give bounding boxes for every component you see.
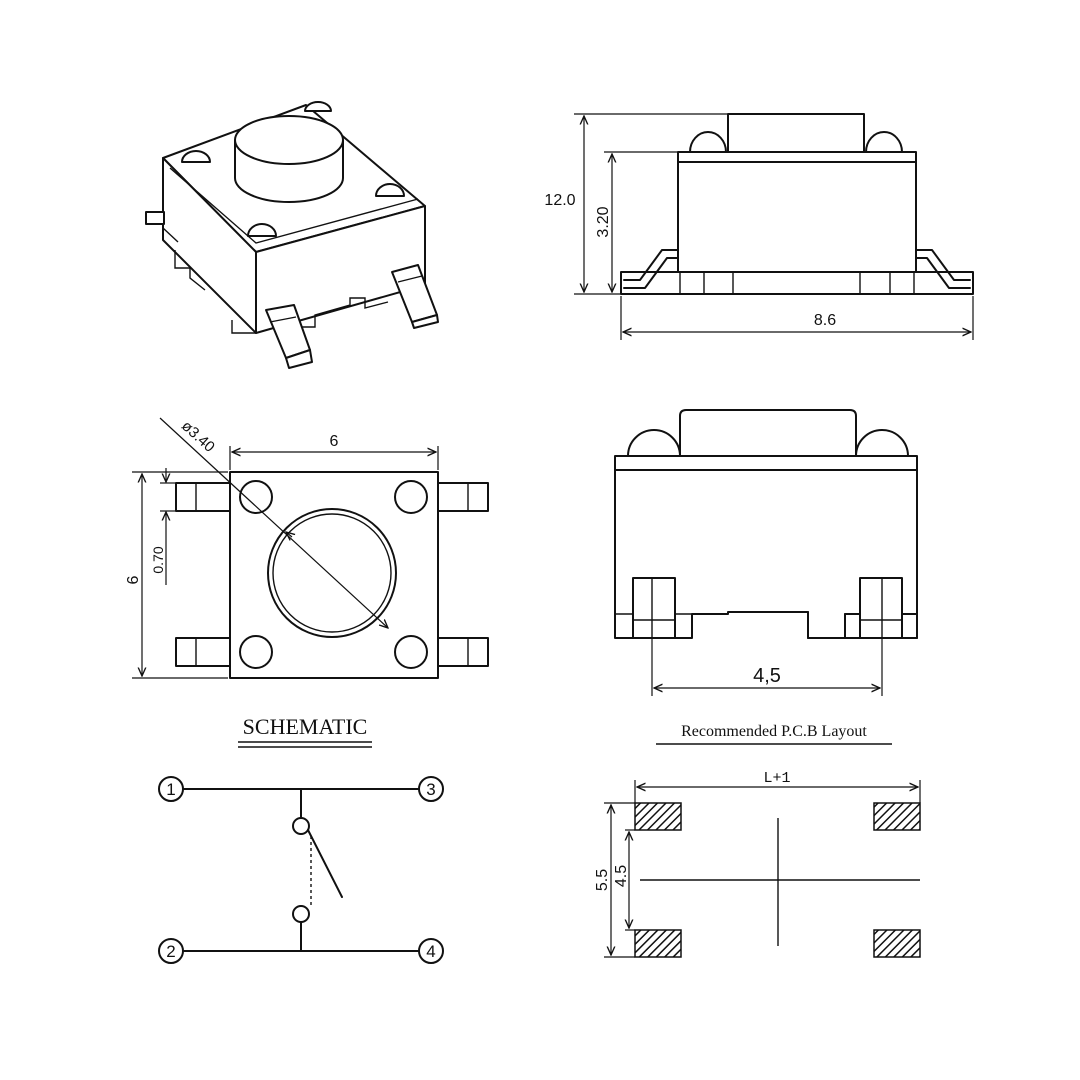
dim-height-total: 12.0: [544, 192, 575, 209]
pcb-layout: Recommended P.C.B Layout L+1 5.5 4.5: [594, 723, 921, 958]
pin-4-label: 4: [426, 942, 435, 961]
pin-1-circle: [158, 776, 184, 802]
pin-3-circle: [418, 776, 444, 802]
pin-2-circle: [158, 938, 184, 964]
pin-3-label: 3: [426, 780, 435, 799]
dim-left: 6: [125, 575, 142, 584]
pad-top-right: [873, 802, 921, 831]
dim-top: 6: [330, 433, 339, 450]
dim-diameter: ø3.40: [178, 418, 218, 456]
dim-width: 8.6: [814, 312, 836, 329]
top-view: ø3.40 6 6 0.70: [125, 418, 489, 679]
pad-top-left: [634, 802, 682, 831]
pin-2-label: 2: [166, 942, 175, 961]
dim-height-body: 3.20: [595, 206, 612, 237]
dim-pin: 0.70: [150, 546, 166, 573]
dim-pin-spacing: 4,5: [753, 665, 781, 687]
isometric-view: [145, 101, 439, 369]
pin-1-label: 1: [166, 780, 175, 799]
side-view: 12.0 3.20 8.6: [544, 113, 974, 340]
pad-bottom-right: [873, 929, 921, 958]
dim-pcb-inner: 4.5: [613, 865, 630, 887]
pin-4-circle: [418, 938, 444, 964]
schematic: SCHEMATIC 1 2 3 4: [158, 714, 444, 964]
pcb-title: Recommended P.C.B Layout: [681, 723, 867, 740]
front-view: 4,5: [614, 409, 918, 696]
dim-pcb-width: L+1: [763, 770, 790, 787]
schematic-title: SCHEMATIC: [243, 714, 368, 739]
dim-pcb-outer: 5.5: [594, 869, 611, 891]
pad-bottom-left: [634, 929, 682, 958]
